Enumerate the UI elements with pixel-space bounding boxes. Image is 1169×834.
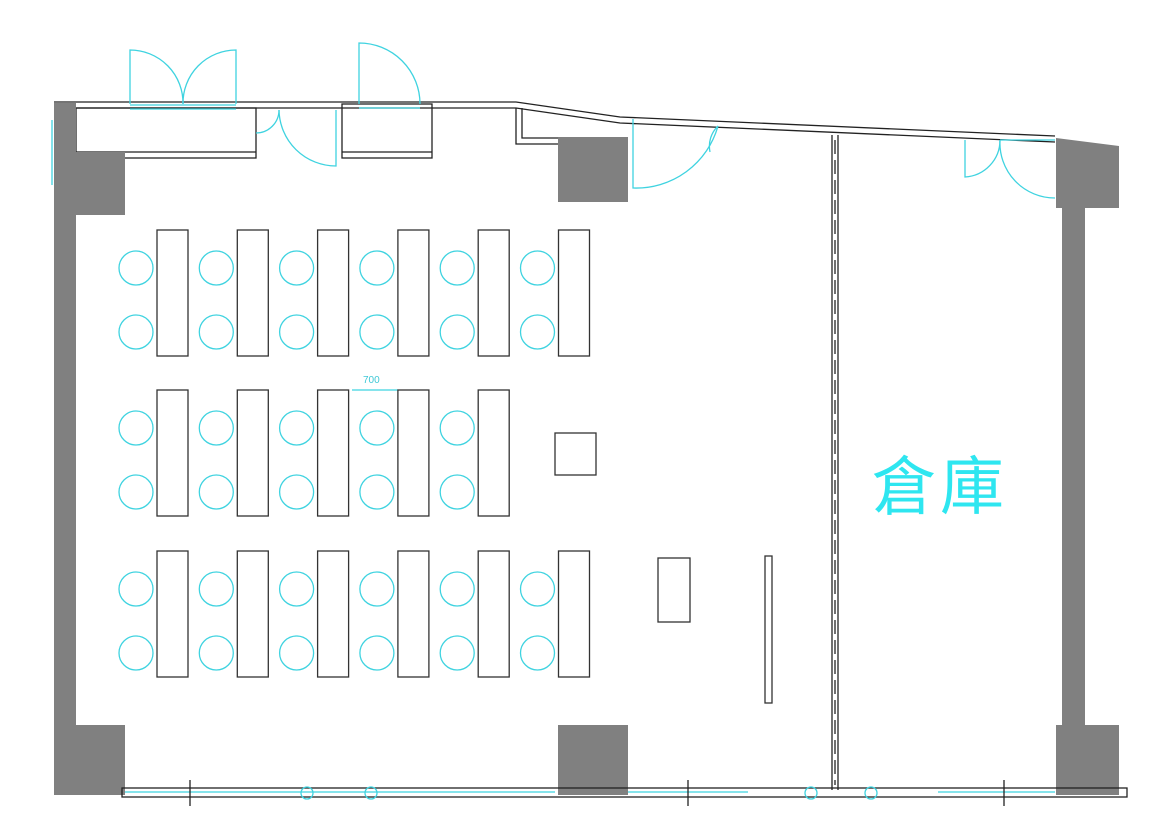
podium <box>554 432 597 476</box>
chair <box>118 635 154 671</box>
chair <box>359 571 395 607</box>
desk <box>557 229 591 357</box>
desk <box>557 550 591 678</box>
chair <box>278 635 315 671</box>
desk <box>236 550 269 678</box>
chair <box>439 635 475 671</box>
room-label-storage: 倉庫 <box>872 451 1008 525</box>
desk <box>397 229 430 357</box>
chair <box>359 250 395 286</box>
chair <box>118 314 154 350</box>
chair <box>439 571 475 607</box>
chair <box>198 250 234 286</box>
desk <box>236 229 269 357</box>
chair <box>198 410 234 446</box>
desk <box>156 389 189 517</box>
chair <box>118 474 154 510</box>
chair <box>359 474 395 510</box>
chair <box>359 314 395 350</box>
chair <box>198 571 234 607</box>
whiteboard <box>764 555 773 704</box>
top-wall <box>54 101 1056 159</box>
desk <box>316 550 350 678</box>
chair <box>198 474 234 510</box>
desk <box>397 389 430 517</box>
desk <box>397 550 430 678</box>
desk <box>477 229 510 357</box>
doors <box>51 42 1056 199</box>
chair <box>278 314 315 350</box>
chair <box>519 250 556 286</box>
desk <box>477 550 510 678</box>
bottom-wall <box>121 780 1128 806</box>
chair <box>278 250 315 286</box>
chair <box>278 571 315 607</box>
seating-area <box>118 229 591 678</box>
chair <box>278 474 315 510</box>
chair <box>439 250 475 286</box>
chair <box>359 410 395 446</box>
dimension-label: 700 <box>363 375 380 386</box>
desk <box>316 389 350 517</box>
chair <box>519 314 556 350</box>
chair <box>118 250 154 286</box>
chair <box>439 314 475 350</box>
walls <box>54 103 1119 795</box>
chair <box>118 571 154 607</box>
chair <box>278 410 315 446</box>
desk <box>316 229 350 357</box>
chair <box>198 314 234 350</box>
desk <box>236 389 269 517</box>
chair <box>198 635 234 671</box>
partition-wall <box>831 135 839 790</box>
chair <box>439 474 475 510</box>
chair <box>519 571 556 607</box>
chair <box>359 635 395 671</box>
desk <box>156 229 189 357</box>
desk <box>477 389 510 517</box>
desk <box>156 550 189 678</box>
chair <box>439 410 475 446</box>
chair <box>519 635 556 671</box>
side-table <box>657 557 691 623</box>
chair <box>118 410 154 446</box>
